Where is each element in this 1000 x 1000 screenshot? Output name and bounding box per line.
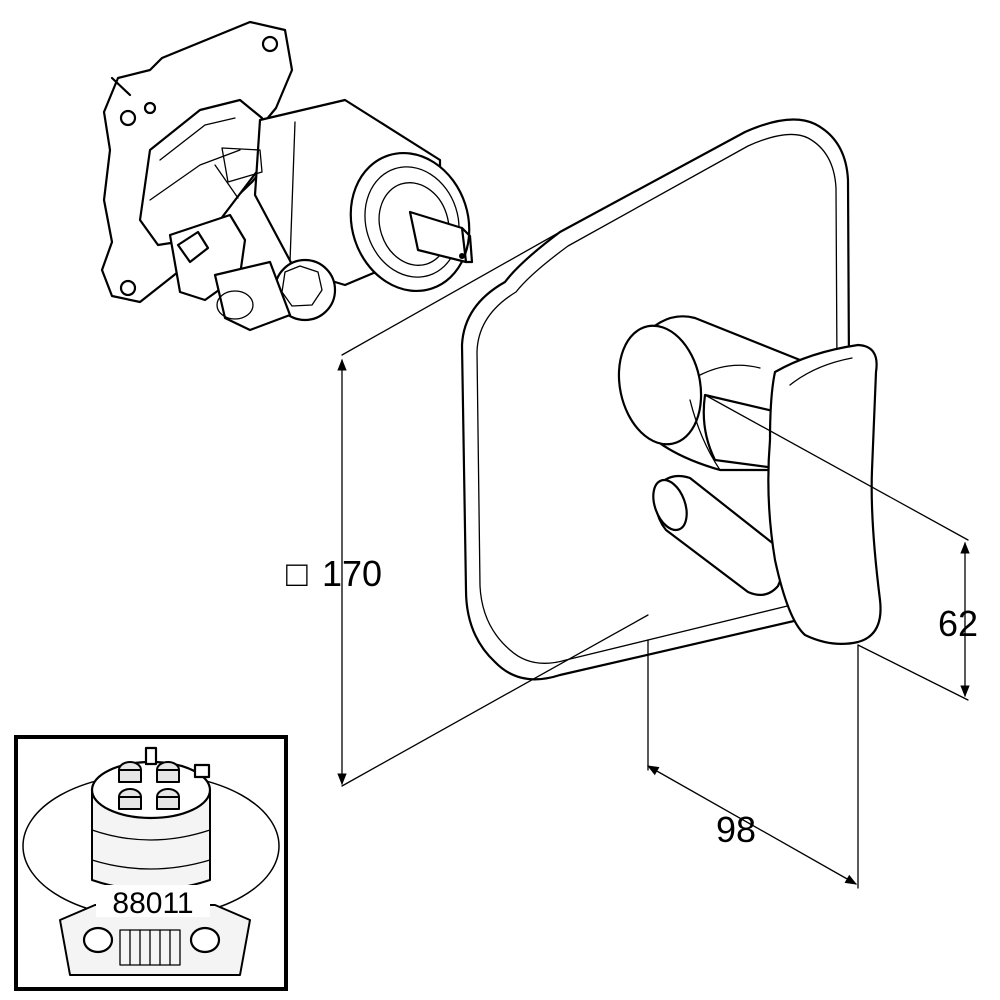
extension-line: [341, 614, 649, 787]
depth-label: 98: [716, 809, 756, 850]
rough-in-valve-body: [100, 20, 474, 332]
inset-box: [14, 735, 288, 991]
inset-part-number: 88011: [112, 887, 193, 920]
frame-hole: [119, 279, 137, 297]
outlet-port: [213, 260, 292, 332]
lever-handle: [617, 315, 882, 645]
extension-line: [857, 644, 969, 701]
inset-bolts: [118, 761, 180, 810]
frame-hole: [119, 109, 137, 127]
extension-line: [704, 394, 969, 541]
extension-line: [341, 231, 561, 356]
plate-size-label: 170: [322, 553, 382, 594]
lever-paddle: [767, 343, 882, 645]
frame-hole: [261, 35, 279, 53]
valve-casting: [138, 98, 264, 247]
lever-height-label: 62: [938, 603, 978, 644]
frame-hole: [143, 101, 157, 115]
depth-dimension: [646, 765, 858, 885]
inset-base: [59, 904, 251, 976]
dimension-lines: [337, 231, 970, 889]
plate-size-symbol: □: [286, 553, 308, 594]
lever-base: [617, 324, 703, 446]
frame-pin: [110, 76, 132, 97]
